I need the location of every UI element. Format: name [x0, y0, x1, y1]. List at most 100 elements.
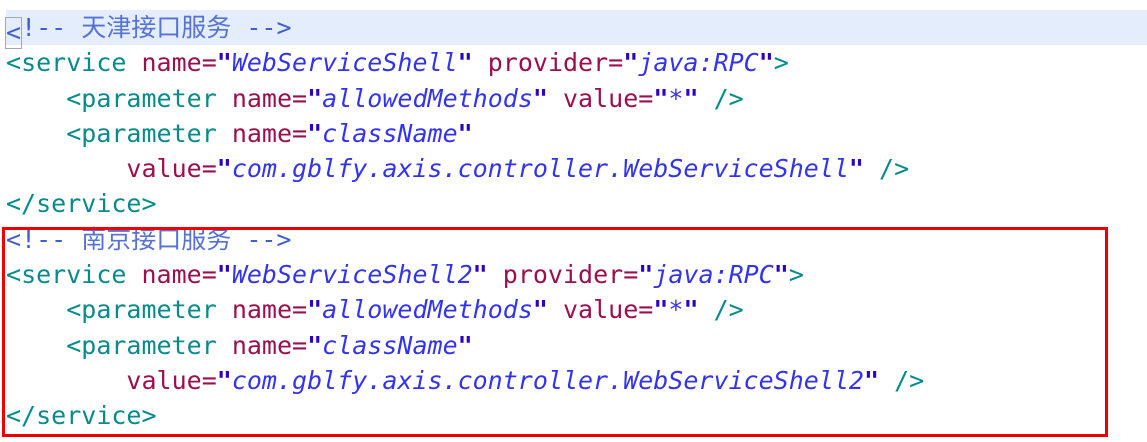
- token-punct: <: [6, 48, 22, 78]
- token-plain: [217, 119, 232, 148]
- token-plain: [699, 84, 714, 113]
- code-line-2[interactable]: <service name="WebServiceShell" provider…: [6, 45, 1147, 80]
- token-punct: />: [879, 154, 910, 184]
- token-tag: parameter: [81, 118, 217, 148]
- token-punct: >: [773, 48, 789, 78]
- bracket-match-highlight: <: [5, 17, 23, 49]
- code-lines-container[interactable]: <!-- 天津接口服务 --><service name="WebService…: [0, 10, 1147, 434]
- token-eq: =: [201, 48, 217, 78]
- token-value: WebServiceShell2: [231, 260, 473, 290]
- token-quote: ": [307, 295, 323, 325]
- token-quote: ": [683, 295, 699, 325]
- token-value: className: [322, 330, 458, 360]
- token-quote: ": [653, 295, 669, 325]
- token-attr: provider: [487, 48, 609, 78]
- token-attr: name: [141, 260, 202, 290]
- token-punct: >: [141, 401, 157, 431]
- token-plain: [126, 48, 141, 77]
- token-value: com.gblfy.axis.controller.WebServiceShel…: [231, 365, 864, 395]
- token-plain: [6, 119, 66, 148]
- token-value: allowedMethods: [322, 295, 533, 325]
- token-punct: >: [788, 260, 804, 290]
- code-line-10[interactable]: <parameter name="className": [6, 328, 1147, 363]
- token-punct: <: [66, 118, 82, 148]
- token-eq: =: [292, 83, 308, 113]
- token-eq: =: [608, 48, 624, 78]
- token-attr: name: [231, 295, 293, 325]
- token-value: allowedMethods: [322, 83, 533, 113]
- token-value: WebServiceShell: [231, 48, 458, 78]
- token-eq: =: [638, 83, 654, 113]
- token-comment: !--: [21, 13, 82, 42]
- token-eq: =: [201, 154, 217, 184]
- token-punct: />: [713, 295, 744, 325]
- token-plain: [473, 48, 488, 77]
- token-tag: service: [21, 48, 127, 78]
- token-quote: ": [638, 260, 654, 290]
- token-quote: ": [457, 330, 473, 360]
- token-comment-cn: 南京接口服务: [81, 224, 232, 254]
- code-line-1[interactable]: <!-- 天津接口服务 -->: [5, 10, 1147, 49]
- token-punct: </: [6, 189, 37, 219]
- code-line-12[interactable]: </service>: [6, 398, 1147, 433]
- token-punct: />: [894, 365, 925, 395]
- token-plain: [217, 295, 232, 324]
- token-value: java:RPC: [638, 48, 759, 78]
- token-plain: [6, 154, 126, 183]
- code-line-4[interactable]: <parameter name="className": [6, 116, 1147, 151]
- token-attr: value: [126, 154, 202, 184]
- token-eq: =: [292, 295, 308, 325]
- token-plain: [699, 295, 714, 324]
- code-line-8[interactable]: <service name="WebServiceShell2" provide…: [6, 257, 1147, 292]
- code-line-9[interactable]: <parameter name="allowedMethods" value="…: [6, 292, 1147, 327]
- token-punct: </: [6, 401, 37, 431]
- token-attr: name: [231, 83, 293, 113]
- token-attr: value: [126, 365, 202, 395]
- token-plain: [217, 84, 232, 113]
- token-quote: ": [216, 154, 232, 184]
- token-eq: =: [623, 260, 639, 290]
- token-punct: <: [66, 83, 82, 113]
- token-comment-cn: 天津接口服务: [81, 13, 232, 42]
- token-comment: -->: [231, 224, 292, 254]
- token-quote: ": [758, 48, 774, 78]
- token-quote: ": [848, 154, 864, 184]
- token-quote: ": [307, 330, 323, 360]
- token-value: *: [668, 83, 684, 113]
- token-quote: ": [653, 83, 669, 113]
- code-line-6[interactable]: </service>: [6, 186, 1147, 221]
- token-value: *: [668, 295, 684, 325]
- token-quote: ": [307, 83, 323, 113]
- token-plain: [548, 84, 563, 113]
- token-punct: >: [141, 189, 157, 219]
- token-plain: [548, 295, 563, 324]
- token-plain: [6, 366, 126, 395]
- code-line-11[interactable]: value="com.gblfy.axis.controller.WebServ…: [6, 363, 1147, 398]
- token-tag: parameter: [81, 83, 217, 113]
- token-punct: <: [66, 330, 82, 360]
- token-tag: parameter: [81, 330, 217, 360]
- token-attr: value: [563, 295, 639, 325]
- token-punct: />: [713, 83, 744, 113]
- token-quote: ": [623, 48, 639, 78]
- token-value: java:RPC: [653, 260, 774, 290]
- token-plain: [879, 366, 894, 395]
- token-plain: [488, 260, 503, 289]
- token-plain: [126, 260, 141, 289]
- token-eq: =: [201, 260, 217, 290]
- token-quote: ": [216, 260, 232, 290]
- token-plain: [6, 84, 66, 113]
- code-line-5[interactable]: value="com.gblfy.axis.controller.WebServ…: [6, 151, 1147, 186]
- code-line-3[interactable]: <parameter name="allowedMethods" value="…: [6, 81, 1147, 116]
- token-eq: =: [292, 330, 308, 360]
- token-comment: -->: [231, 13, 292, 42]
- token-comment: <!--: [6, 224, 82, 254]
- token-attr: name: [231, 330, 293, 360]
- token-quote: ": [773, 260, 789, 290]
- token-quote: ": [532, 295, 548, 325]
- token-quote: ": [683, 83, 699, 113]
- token-plain: [864, 154, 879, 183]
- token-attr: name: [141, 48, 202, 78]
- code-line-7[interactable]: <!-- 南京接口服务 -->: [6, 222, 1147, 257]
